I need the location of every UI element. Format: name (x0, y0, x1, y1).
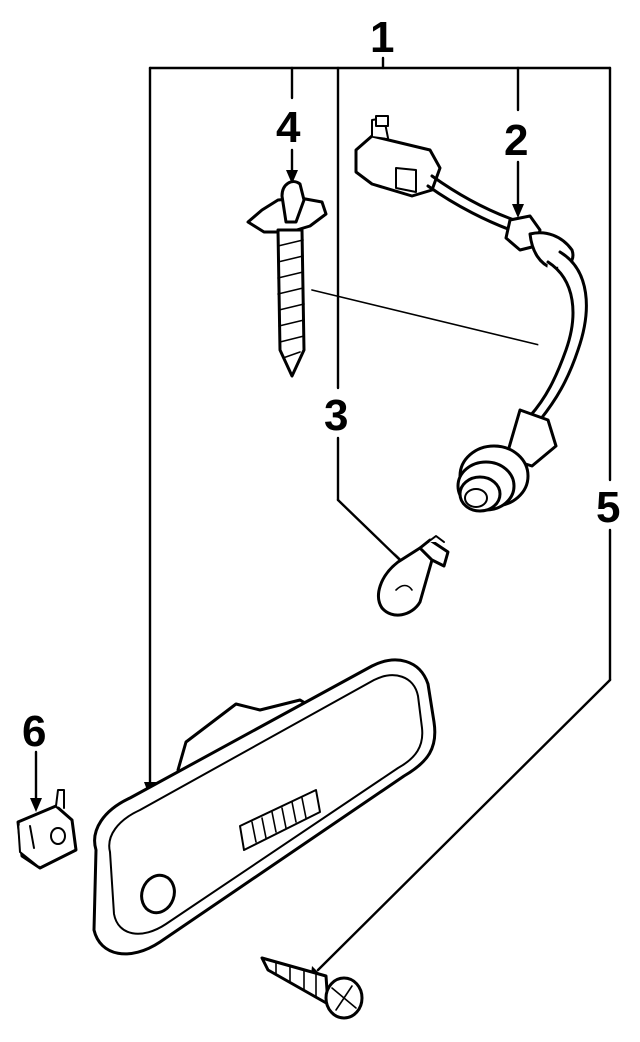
bulb-part-3 (377, 535, 450, 617)
alignment-line (311, 289, 561, 351)
callout-1: 1 (370, 13, 394, 62)
callout-3: 3 (324, 391, 348, 440)
callout-6: 6 (22, 707, 46, 756)
marker-lamp-part-1 (92, 658, 437, 956)
callout-4: 4 (276, 103, 301, 152)
leader-lines (30, 56, 612, 984)
screw-part-5 (260, 956, 364, 1020)
screw-part-4 (246, 180, 328, 378)
lens-marking (239, 789, 321, 851)
callout-2: 2 (504, 116, 528, 165)
socket-harness-part-2 (354, 115, 588, 513)
clip-nut-part-6 (16, 789, 78, 870)
callout-labels: 1 2 3 4 5 6 (22, 13, 620, 756)
callout-5: 5 (596, 483, 620, 532)
